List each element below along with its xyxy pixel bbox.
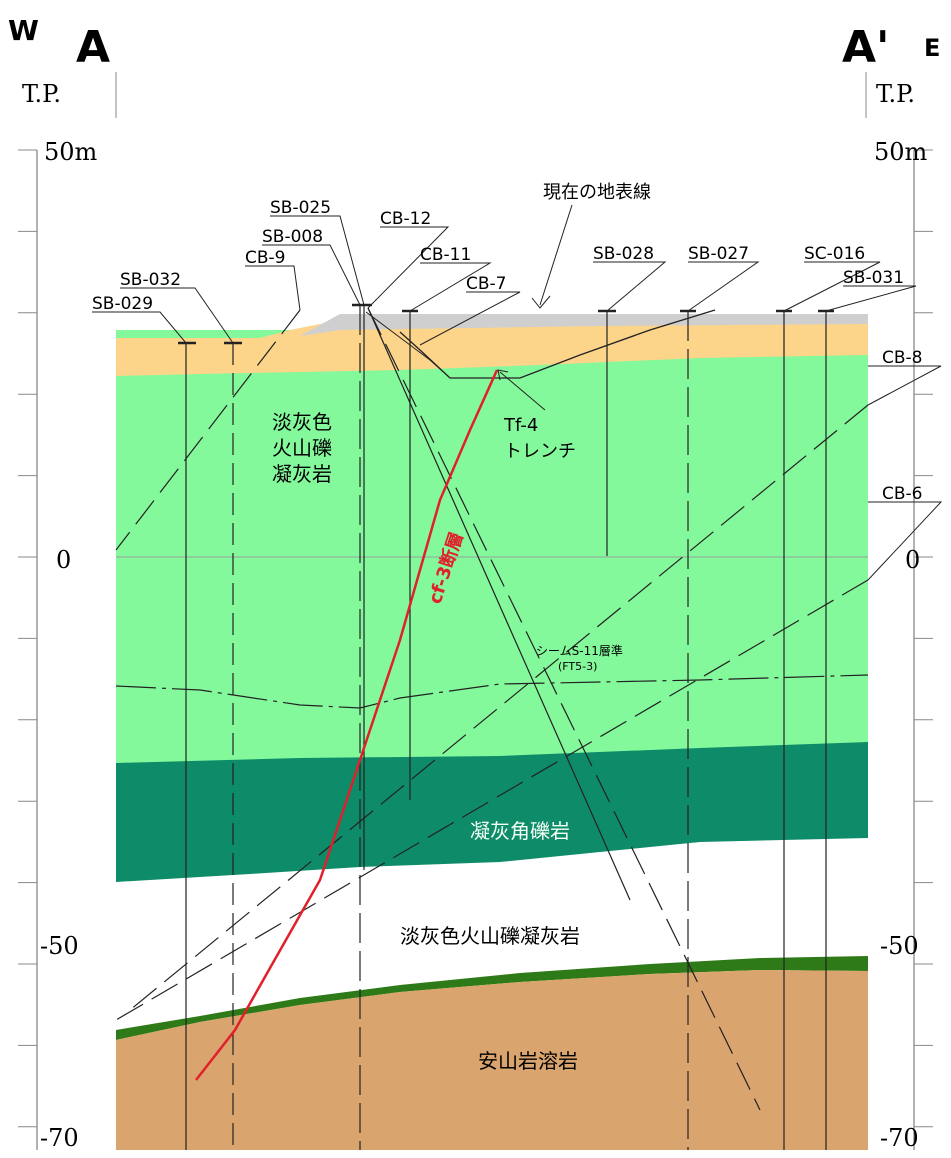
- trench-outline: [399, 309, 716, 379]
- label-sb027: SB-027: [688, 244, 749, 264]
- unit-left: 50m: [44, 138, 98, 166]
- upper-tuff-label-line: 淡灰色: [272, 410, 332, 434]
- tick-left-neg70: -70: [40, 1124, 79, 1152]
- label-cb8: CB-8: [882, 348, 922, 368]
- trench-label-1: Tf-4: [503, 415, 538, 436]
- label-cb9: CB-9: [245, 248, 285, 268]
- label-sb032: SB-032: [120, 270, 181, 290]
- leader-lines: [92, 204, 943, 581]
- lower-tuff-label: 淡灰色火山礫凝灰岩: [400, 924, 580, 948]
- upper-tuff-label-line: 火山礫: [272, 436, 332, 460]
- vertical-boreholes: [185, 305, 827, 1150]
- embankment-layer: [300, 314, 868, 336]
- andesite-label: 安山岩溶岩: [478, 1049, 578, 1073]
- lava-crust-layer: [116, 956, 868, 1040]
- tick-right-neg50: -50: [880, 932, 919, 960]
- label-cb11: CB-11: [420, 245, 471, 265]
- strata-layers: [116, 314, 868, 1150]
- label-sb031: SB-031: [843, 268, 904, 288]
- tick-left-0: 0: [56, 546, 71, 574]
- seam-sub-label: (FT5-3): [558, 660, 597, 673]
- west-label: W: [8, 14, 39, 47]
- label-sb029: SB-029: [92, 294, 153, 314]
- label-sc016: SC-016: [804, 244, 865, 264]
- unit-right: 50m: [874, 138, 928, 166]
- borehole-cb12: [367, 307, 631, 901]
- datum-left: T.P.: [22, 80, 61, 108]
- upper-tuff-layer: [116, 330, 868, 770]
- upper-tuff-label-line: 凝灰岩: [272, 462, 332, 486]
- tick-left-neg50: -50: [40, 932, 79, 960]
- label-cb6: CB-6: [882, 484, 922, 504]
- borehole-cb7: [367, 307, 761, 1111]
- label-sb028: SB-028: [593, 244, 654, 264]
- upper-tuff-label-group: 淡灰色火山礫凝灰岩: [272, 410, 332, 486]
- elevation-axes: [18, 72, 933, 1150]
- label-sb025: SB-025: [270, 198, 331, 218]
- datum-right: T.P.: [876, 80, 915, 108]
- borehole-cb9: [115, 309, 301, 551]
- andesite-layer: [116, 970, 868, 1150]
- borehole-cb6: [115, 579, 869, 1021]
- tick-right-neg70: -70: [880, 1124, 919, 1152]
- label-cb7: CB-7: [466, 274, 506, 294]
- tick-right-0: 0: [905, 546, 920, 574]
- breccia-label: 凝灰角礫岩: [470, 819, 570, 843]
- cf3-fault-line: [195, 369, 499, 1081]
- east-label: E: [924, 34, 940, 62]
- surface-label: 現在の地表線: [543, 182, 651, 203]
- labels: W E A A' T.P. T.P. 50m 50m 0 -50 -70 0 -…: [8, 14, 940, 1152]
- inclined-boreholes: [115, 307, 869, 1111]
- label-cb12: CB-12: [380, 209, 431, 229]
- seam-label: シームS-11層準: [536, 643, 623, 658]
- section-start-label: A: [76, 22, 110, 73]
- section-end-label: A': [842, 22, 890, 73]
- label-sb008: SB-008: [262, 227, 323, 247]
- trench-label-2: トレンチ: [504, 441, 576, 462]
- breccia-layer: [116, 742, 868, 882]
